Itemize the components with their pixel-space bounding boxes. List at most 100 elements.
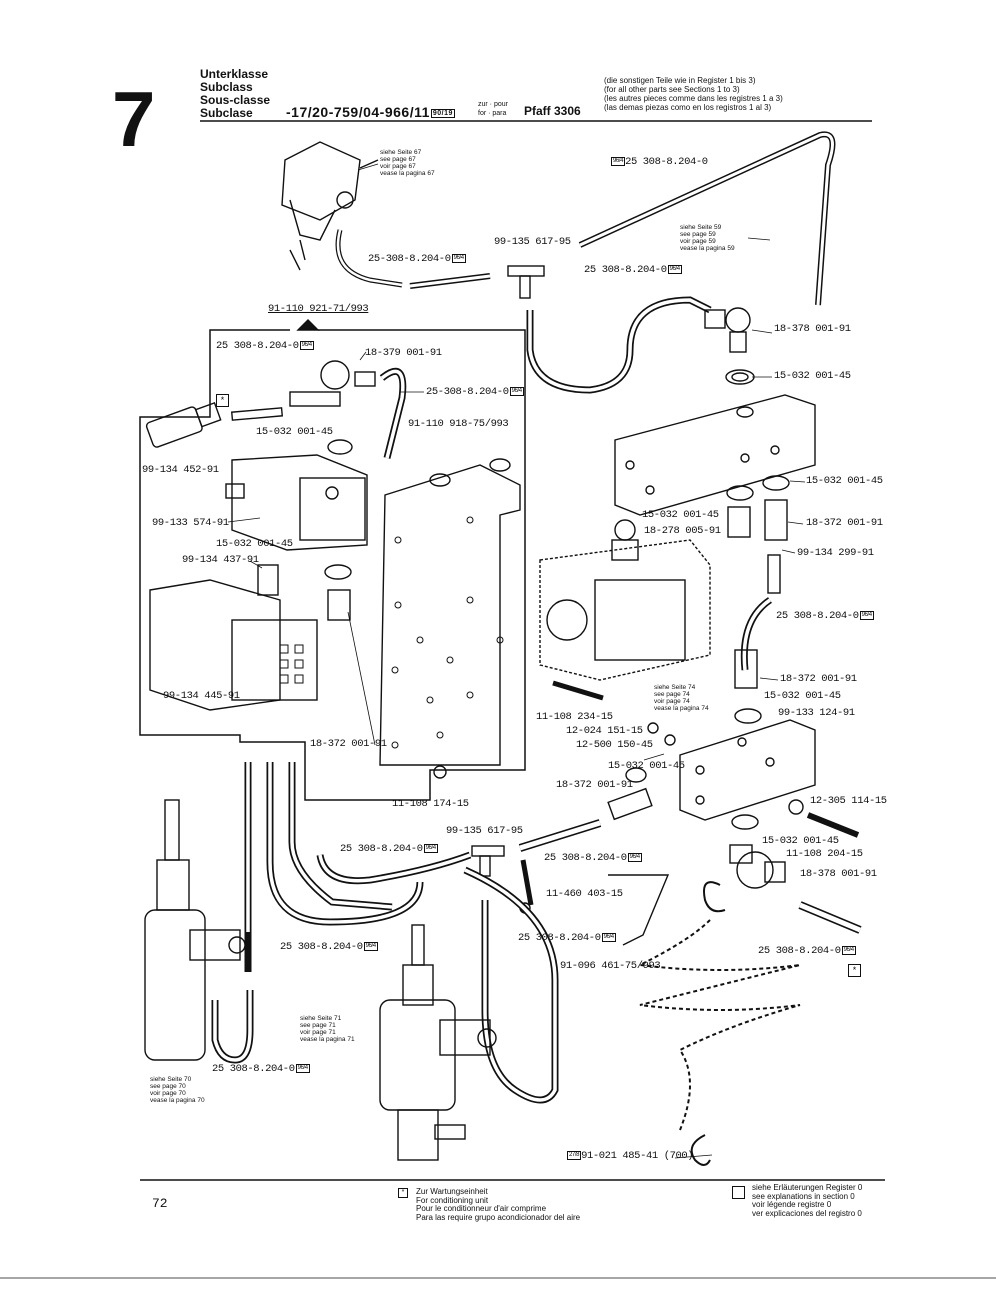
top-valve-body xyxy=(281,141,361,221)
valve-box xyxy=(320,360,350,390)
explanation-box-icon xyxy=(732,1186,745,1199)
subclass-label-en: Subclass xyxy=(200,80,253,94)
seal-box xyxy=(327,439,353,455)
seal-lower-right xyxy=(731,814,759,830)
part-label: 99-133 124-91 xyxy=(778,707,855,719)
cylinder-mid-fitting xyxy=(439,1019,491,1056)
part-label: 11-460 403-15 xyxy=(546,888,623,900)
cylinder-left-fitting xyxy=(189,929,241,961)
part-label: 12-305 114-15 xyxy=(810,795,887,807)
seal-mid-left xyxy=(324,564,352,580)
other-parts-note-en: (for all other parts see Sections 1 to 3… xyxy=(604,85,740,94)
part-label: 15-032 001-45 xyxy=(608,760,685,772)
tee-top xyxy=(507,265,545,277)
fitting-right2 xyxy=(734,649,758,689)
part-label: 18-372 001-91 xyxy=(556,779,633,791)
fitting-mid xyxy=(727,506,751,538)
subclass-label-fr: Sous-classe xyxy=(200,93,271,107)
chain-hook-bottom xyxy=(690,1134,711,1166)
part-label: 99-135 617-95 xyxy=(494,236,571,248)
maintenance-note: * Zur Wartungseinheit For conditioning u… xyxy=(398,1187,580,1222)
reference-page59: siehe Seite 59 see page 59 voir page 59 … xyxy=(680,224,735,252)
part-label: 15-032 001-45 xyxy=(642,509,719,521)
part-label: 99-134 445-91 xyxy=(163,690,240,702)
seal-manifold xyxy=(726,485,754,501)
silencer xyxy=(257,564,279,596)
part-label: 91-110 918-75/993 xyxy=(408,418,509,430)
part-label: 15-032 001-45 xyxy=(806,475,883,487)
bracket-plate xyxy=(379,464,521,766)
unit-arrow xyxy=(296,319,320,331)
subclass-label-es: Subclase xyxy=(200,106,253,120)
fitting-lower xyxy=(607,787,653,821)
other-parts-note-es: (las demas piezas como en los registros … xyxy=(604,103,772,112)
subclass-label-de: Unterklasse xyxy=(200,67,269,81)
elbow-valve-top xyxy=(725,307,751,333)
part-label: 12-024 151-15 xyxy=(566,725,643,737)
part-label: 91-096 461-75/993 xyxy=(560,960,661,972)
part-label: 18-378 001-91 xyxy=(800,868,877,880)
unit-outline xyxy=(139,329,526,801)
part-label: 18-372 001-91 xyxy=(780,673,857,685)
cylinder-mid-rod xyxy=(411,924,425,966)
top-valve-lower xyxy=(289,199,336,241)
part-label: 99-134 452-91 xyxy=(142,464,219,476)
part-label: 15-032 001-45 xyxy=(216,538,293,550)
filter xyxy=(145,401,222,448)
screw-left xyxy=(552,680,604,701)
nut xyxy=(664,734,676,746)
solenoid xyxy=(231,454,368,551)
chain-hook-top xyxy=(703,881,726,913)
seal-right1 xyxy=(762,475,790,491)
fitting-plate xyxy=(327,589,351,621)
screw-plate xyxy=(433,765,447,779)
reference-page74: siehe Seite 74 see page 74 voir page 74 … xyxy=(654,684,709,712)
cylinder-left-rod xyxy=(164,799,180,861)
part-label: 15-032 001-45 xyxy=(764,690,841,702)
part-label: 11-108 174-15 xyxy=(392,798,469,810)
fitting-right1 xyxy=(764,499,788,541)
manifold-lower xyxy=(679,719,816,821)
central-device xyxy=(539,539,711,681)
part-label: 18-372 001-91 xyxy=(310,738,387,750)
explanation-note: siehe Erläuterungen Register 0 see expla… xyxy=(732,1183,862,1218)
part-label: 11-108 204-15 xyxy=(786,848,863,860)
part-label: 99-134 299-91 xyxy=(797,547,874,559)
wood-screw xyxy=(520,859,534,906)
manifold-top xyxy=(614,394,816,516)
part-label: 99-133 574-91 xyxy=(152,517,229,529)
maintenance-symbol: * xyxy=(398,1188,408,1198)
part-label: 15-032 001-45 xyxy=(256,426,333,438)
part-label: 11-108 234-15 xyxy=(536,711,613,723)
chain xyxy=(636,919,801,1131)
machine-name: Pfaff 3306 xyxy=(524,104,581,118)
part-label: 99-135 617-95 xyxy=(446,825,523,837)
seal-lower xyxy=(625,767,647,783)
washer-right xyxy=(788,799,804,815)
reference-page70: siehe Seite 70 see page 70 voir page 70 … xyxy=(150,1076,205,1104)
part-label: 18-372 001-91 xyxy=(806,517,883,529)
part-label: 18-278 005-91 xyxy=(644,525,721,537)
bracket-lower xyxy=(608,874,670,946)
seal-top-right xyxy=(725,369,755,385)
silencer-right xyxy=(767,554,781,594)
page-number: 72 xyxy=(152,1196,168,1211)
part-label: 18-379 001-91 xyxy=(365,347,442,359)
for-label-1: zur · pour xyxy=(478,101,508,108)
valve-lower-right xyxy=(736,851,774,889)
other-parts-note-fr: (les autres pieces comme dans les regist… xyxy=(604,94,783,103)
part-label: 99-134 437-91 xyxy=(182,554,259,566)
tee-lower xyxy=(471,845,505,857)
part-label: 18-378 001-91 xyxy=(774,323,851,335)
